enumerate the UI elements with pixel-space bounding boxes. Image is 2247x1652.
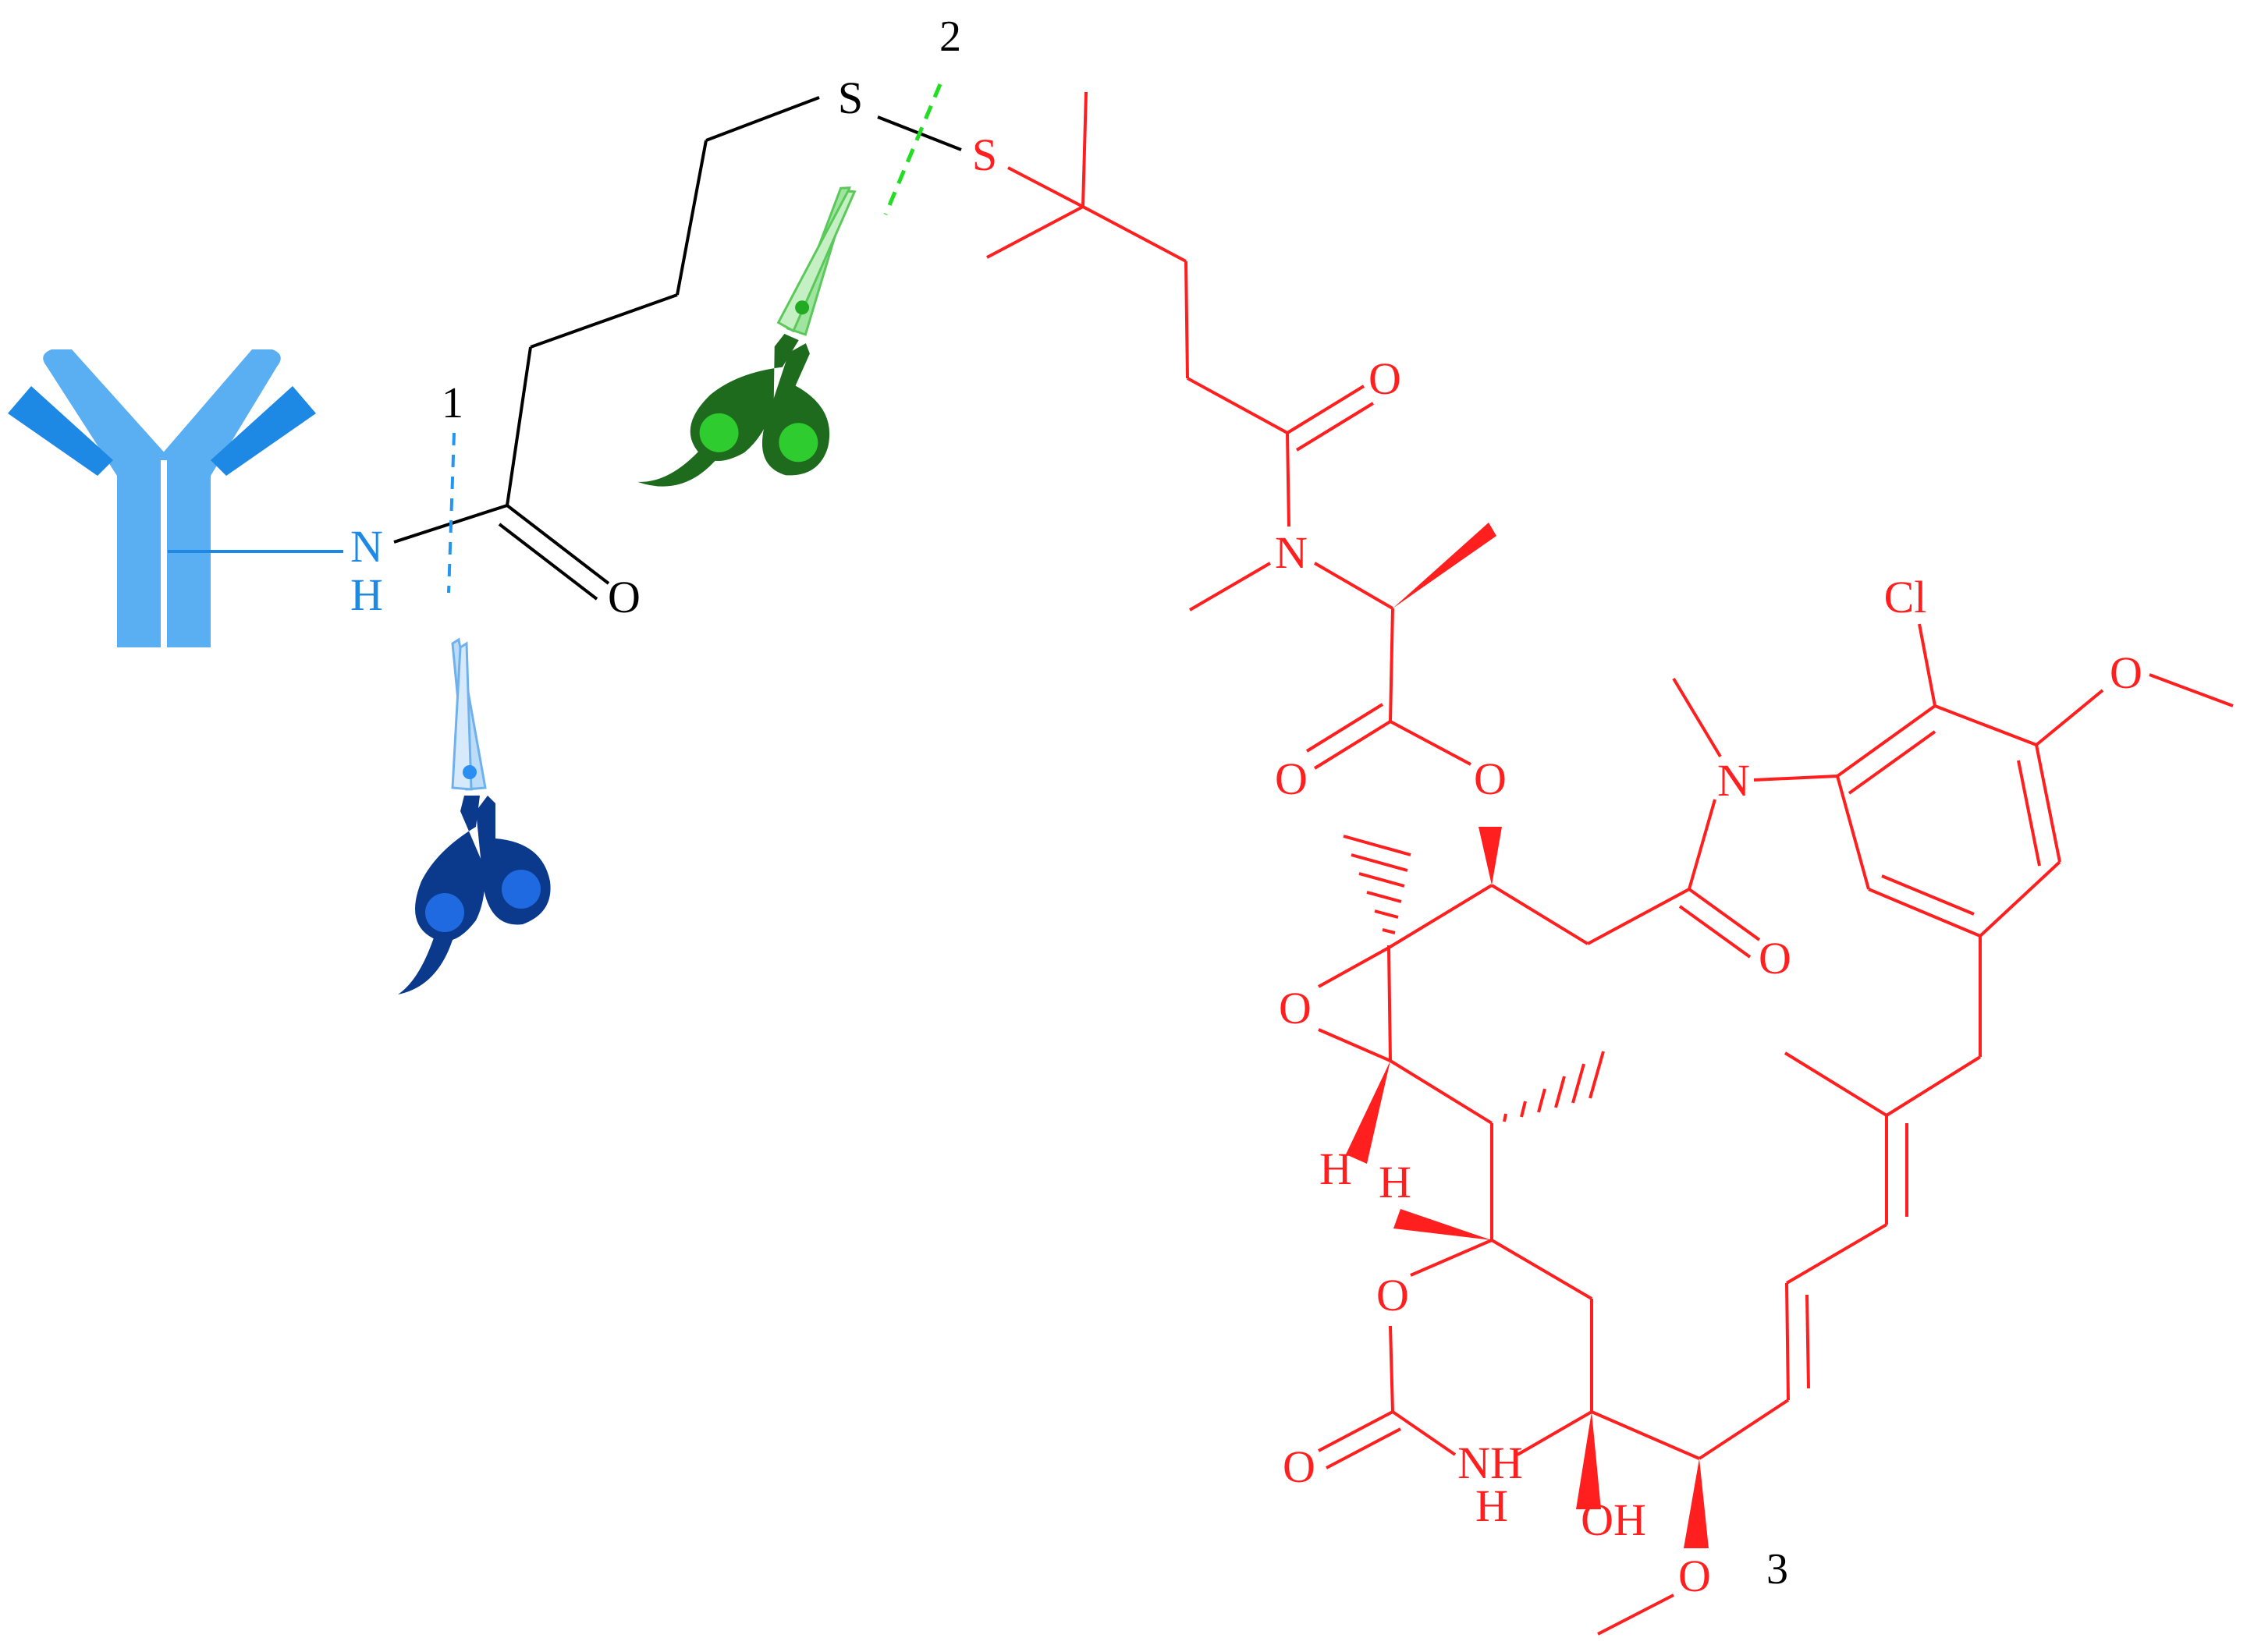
atom-payload-s: S <box>972 129 997 180</box>
atom-ester-o: O <box>1474 753 1507 804</box>
atom-lactam-o: O <box>1759 933 1791 984</box>
atom-carbamate-ring-o: O <box>1376 1270 1409 1321</box>
payload-bonds <box>986 91 2234 1636</box>
scissors-finger-hole-left <box>425 893 464 932</box>
antibody-icon <box>8 349 316 647</box>
atom-oh: OH <box>1581 1494 1646 1545</box>
atom-nh-n: NH <box>1457 1438 1523 1488</box>
antibody-left-fab <box>8 386 113 476</box>
atom-ring-h: H <box>1379 1157 1411 1207</box>
atom-linker-s: S <box>838 73 863 123</box>
scissors-icon <box>398 637 551 994</box>
cleave-line-2 <box>883 83 942 215</box>
scissors-handle-tail <box>398 928 453 994</box>
atom-epoxide-o: O <box>1279 983 1312 1033</box>
scissors-pivot <box>795 300 810 315</box>
scissors-blade-mid <box>451 641 473 791</box>
atom-linker-o: O <box>608 572 641 622</box>
scissors-blade-mid <box>776 190 857 333</box>
atom-cl: Cl <box>1884 572 1927 622</box>
scissors-finger-hole-right <box>779 423 818 463</box>
scissors-finger-hole-right <box>502 870 541 909</box>
linker-bonds <box>393 96 820 601</box>
antibody-left-arm <box>43 349 169 647</box>
site-label-3: 3 <box>1766 1545 1788 1594</box>
site-label-1: 1 <box>442 379 463 427</box>
atom-methoxy-o: O <box>1678 1551 1711 1601</box>
atom-antibody-n: N <box>350 521 383 572</box>
atom-carbamate-carbonyl-o: O <box>1283 1441 1315 1492</box>
scissors-pivot <box>463 765 477 779</box>
antibody-right-arm <box>160 349 281 647</box>
scissors-handle-tail <box>637 444 715 487</box>
atom-aryl-n: N <box>1717 755 1750 806</box>
atom-methoxy-aryl-o: O <box>2110 647 2142 698</box>
atom-amide-n: N <box>1275 527 1308 578</box>
atom-ester-carbonyl-o: O <box>1275 753 1308 804</box>
payload-wedges <box>1346 523 1709 1548</box>
atom-nh-h: H <box>1475 1480 1508 1531</box>
scissors-icon <box>637 186 857 487</box>
payload-atoms: S O N O O N Cl O O O H H O O NH H OH O <box>972 129 2142 1601</box>
atom-antibody-h: H <box>350 569 383 620</box>
site-label-2: 2 <box>939 12 961 61</box>
atom-ketone-o: O <box>1368 353 1401 404</box>
antibody-right-fab <box>211 386 316 476</box>
scissors-finger-hole-left <box>699 413 739 452</box>
payload-hashes <box>1343 835 1605 1122</box>
atom-epoxide-h: H <box>1319 1143 1352 1194</box>
cleave-line-1 <box>447 432 456 594</box>
